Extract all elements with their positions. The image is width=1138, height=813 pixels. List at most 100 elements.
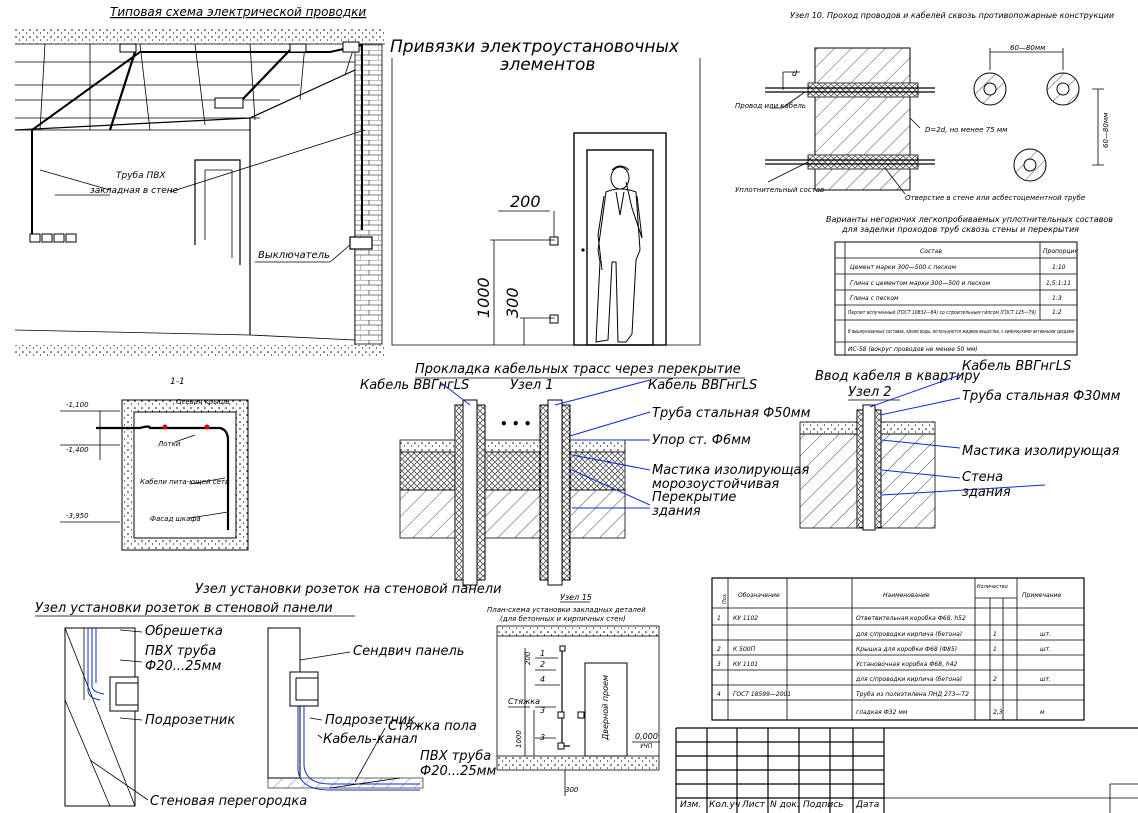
spec-cell-note: шт.	[1040, 631, 1051, 638]
node15-door	[584, 662, 628, 757]
spec-head-name: Наименование	[883, 592, 930, 599]
entry-pipe-label: Труба стальная Ф30мм	[962, 389, 1121, 404]
table-cell: 1:2	[1052, 309, 1062, 316]
stop-label: Упор ст. Ф6мм	[652, 433, 751, 448]
door-leaf	[586, 149, 654, 346]
spec-table: Поз. Обозначение Наименование Количество…	[711, 577, 1085, 721]
dim-a-label: 60—80мм	[1010, 44, 1046, 52]
facade-label: Фасад шкафа	[150, 515, 201, 523]
section-title: 1-1	[170, 377, 185, 387]
pvc2-label-1: ПВХ труба	[420, 749, 491, 764]
side-wall	[354, 43, 383, 345]
cable-left-label: Кабель ВВГнгLS	[360, 378, 469, 393]
node15-sub-2: (для бетонных и кирпичных стен)	[500, 615, 626, 623]
formula-label: D=2d, но менее 75 мм	[925, 126, 1008, 134]
level-1: -1,100	[66, 401, 89, 409]
title-stamp: Изм. Кол.уч Лист N док. Подпись Дата	[675, 727, 1138, 813]
node15-dim-300: 300	[565, 786, 579, 794]
seal-upper	[807, 82, 919, 98]
entry-title: Ввод кабеля в квартиру	[815, 369, 981, 384]
cable-right-label: Кабель ВВГнгLS	[648, 378, 757, 393]
mark-2: 2	[540, 660, 545, 669]
spec-cell-name: Труба из полиэтилена ПНД 273—Т2	[856, 691, 969, 698]
level-3: -3,950	[66, 512, 89, 520]
node15-dim-1000: 1000	[515, 730, 523, 748]
channel-label: Кабель-канал	[323, 732, 417, 747]
entry-wall-label-1: Стена	[962, 470, 1003, 485]
wiring-scheme-view: Типовая схема электрической проводки	[14, 5, 385, 357]
room-walls	[14, 69, 356, 345]
mark-4: 4	[540, 675, 545, 684]
node15-dim-200: 200	[524, 651, 532, 665]
placement-box-socket	[549, 314, 559, 324]
trays-label: Лотки	[157, 440, 181, 448]
socket-group	[29, 233, 77, 243]
socket-nodes-view: Узел установки розеток на стеновой панел…	[35, 582, 502, 809]
slab-top-layer	[399, 439, 626, 453]
spec-cell-note: м	[1040, 709, 1045, 716]
spec-cell-designation: КУ 1102	[733, 615, 758, 622]
spec-head-qty: Количество	[977, 584, 1008, 590]
node15-floor	[496, 755, 660, 771]
entry-cable-label: Кабель ВВГнгLS	[962, 359, 1071, 374]
spec-cell-pos: 4	[717, 691, 721, 698]
slab-concrete-layer	[399, 489, 626, 539]
spec-cell-name: для с/проводки кирпича (бетона)	[855, 631, 962, 638]
placement-title-2: элементов	[500, 55, 595, 75]
table-cell: ИС-58 (вокруг проводов не менее 50 мм)	[848, 346, 978, 353]
spec-cell-note: шт.	[1040, 676, 1051, 683]
screed-label: Стяжка пола	[388, 719, 477, 734]
spec-cell-name: Крышка для коробки Ф68 (Ф85)	[856, 646, 957, 653]
spec-cell-qty: 2	[993, 676, 997, 683]
level-2: -1,400	[66, 446, 89, 454]
sandwich-label: Сендвич панель	[353, 644, 464, 659]
placement-title-1: Привязки электроустановочных	[390, 37, 680, 57]
slab-label-2: здания	[652, 504, 701, 519]
section-1-1-view: 1-1 -1,100 -1,400 -3,950 Осевая крыша Ло…	[60, 377, 249, 551]
socket-inwall-title: Узел установки розеток в стеновой панели	[35, 601, 333, 616]
door-frame	[573, 132, 667, 346]
spec-cell-name: гладкая Ф32 мм	[856, 709, 908, 716]
spec-head-designation: Обозначение	[738, 592, 780, 599]
stamp-col-signature: Подпись	[803, 800, 843, 810]
mark-1: 1	[540, 649, 545, 658]
node15-conduit	[561, 648, 570, 747]
placement-box-switch	[549, 236, 559, 246]
level-sub-label: УЧП	[640, 743, 653, 750]
apartment-entry-view: Кабель ВВГнгLS Ввод кабеля в квартиру Уз…	[799, 359, 1121, 531]
pass-circles	[973, 72, 1080, 182]
socket-box-label: Подрозетник	[145, 713, 235, 728]
wire-label: Провод или кабель	[735, 102, 806, 110]
node10-view: Узел 10. Проход проводов и кабелей сквоз…	[735, 11, 1114, 356]
floor-screed	[267, 777, 424, 789]
spec-cell-designation: К 500П	[733, 646, 756, 653]
switch-box	[349, 236, 373, 250]
node10-title: Узел 10. Проход проводов и кабелей сквоз…	[790, 11, 1114, 20]
node15-sub-1: План-схема установки закладных деталей	[487, 606, 646, 614]
composition-table: Состав Пропорция Цемент марки 300—500 с …	[834, 241, 1078, 356]
slab-label-1: Перекрытие	[652, 490, 736, 505]
conduit-route	[31, 43, 363, 235]
table-cell: Глина с цементом марки 300—500 и песком	[850, 280, 991, 287]
junction-box	[119, 43, 137, 53]
pipe-label: Труба стальная Ф50мм	[652, 406, 811, 421]
node15-ceiling	[496, 625, 660, 637]
spec-cell-name: Ответвительная коробка Ф68, h52	[856, 615, 966, 622]
table-cell: Цемент марки 300—500 с песком	[850, 264, 957, 271]
spec-head-note: Примечание	[1022, 592, 1061, 599]
spec-head-pos: Поз.	[722, 593, 728, 604]
roof-label: Осевая крыша	[176, 398, 229, 406]
spec-cell-qty: 1	[993, 631, 997, 638]
inwall-cables	[87, 628, 105, 701]
table-header-proportion: Пропорция	[1043, 248, 1078, 255]
stamp-col-list: Лист	[741, 800, 766, 810]
pipe-label-2: закладная в стене	[90, 186, 179, 196]
stamp-col-izm: Изм.	[680, 800, 701, 810]
spec-cell-pos: 2	[717, 646, 721, 653]
ceiling-band	[15, 28, 385, 44]
spec-cell-designation: КУ 1101	[733, 661, 758, 668]
node2-label: Узел 2	[848, 385, 892, 400]
node15-title: Узел 15	[560, 593, 592, 602]
placement-frame	[391, 58, 701, 346]
stamp-col-date: Дата	[855, 800, 879, 810]
